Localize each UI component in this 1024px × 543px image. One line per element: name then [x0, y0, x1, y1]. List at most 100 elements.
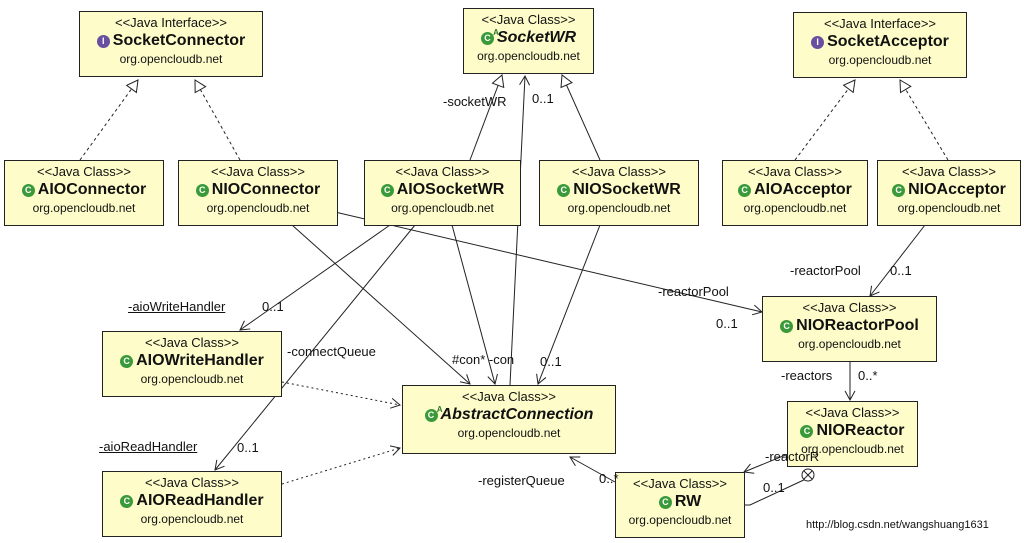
dependency-aioreadhandler-abstractconnection — [281, 445, 401, 485]
mult-reactorpool-connector: 0..1 — [716, 316, 738, 331]
interface-icon: I — [96, 35, 110, 48]
package-label: org.opencloudb.net — [119, 52, 223, 66]
role-aioreadhandler: -aioReadHandler — [99, 439, 198, 454]
stereotype-label: <<Java Class>> — [145, 335, 239, 350]
class-icon: C — [380, 184, 394, 197]
class-name: SocketConnector — [112, 32, 246, 49]
class-icon: C — [120, 355, 134, 368]
realization-aioacceptor-socketacceptor — [794, 79, 856, 161]
dependency-aiowritehandler-abstractconnection — [281, 381, 402, 409]
class-name: NIOAcceptor — [908, 181, 1006, 198]
watermark: http://blog.csdn.net/wangshuang1631 — [806, 519, 989, 531]
class-icon: C — [800, 425, 814, 438]
class-name: AIOAcceptor — [754, 181, 852, 198]
realization-nioconnector-socketconnector — [194, 79, 241, 161]
stereotype-label: <<Java Class>> — [462, 389, 556, 404]
package-label: org.opencloudb.net — [567, 201, 671, 215]
stereotype-label: <<Java Class>> — [748, 164, 842, 179]
class-icon: C — [557, 184, 571, 197]
package-label: org.opencloudb.net — [828, 53, 932, 67]
class-name: NIOReactorPool — [796, 317, 919, 334]
stereotype-label: <<Java Class>> — [802, 300, 897, 315]
assoc-niosocketwr-abstractconnection — [536, 224, 601, 385]
stereotype-label: <<Java Class>> — [572, 164, 666, 179]
assoc-nioconnector-nioreactorpool — [334, 211, 764, 316]
mult-aioreadhandler: 0..1 — [237, 440, 259, 455]
mult-reactorr: 0..1 — [763, 480, 785, 495]
class-icon: C — [658, 496, 672, 509]
package-label: org.opencloudb.net — [743, 201, 847, 215]
class-icon: C — [120, 495, 134, 508]
realization-nioacceptor-socketacceptor — [899, 79, 949, 161]
assoc-nioconnector-abstractconnection — [291, 224, 471, 385]
role-socketwr: -socketWR — [443, 94, 507, 109]
class-name: SocketWR — [496, 29, 577, 46]
role-reactorr: -reactorR — [765, 449, 820, 464]
role-connectqueue: -connectQueue — [287, 344, 376, 359]
package-label: org.opencloudb.net — [140, 512, 244, 526]
class-name: AIOReadHandler — [136, 492, 264, 509]
role-registerqueue: -registerQueue — [478, 473, 565, 488]
class-icon: C — [21, 184, 35, 197]
class-name: AIOConnector — [37, 181, 147, 198]
assoc-abstractconnection-socketwr — [509, 74, 531, 386]
stereotype-label: <<Java Class>> — [37, 164, 131, 179]
stereotype-label: <<Java Class>> — [633, 476, 727, 491]
package-label: org.opencloudb.net — [32, 201, 136, 215]
assoc-nioacceptor-nioreactorpool — [869, 224, 926, 297]
mult-registerqueue: 0..* — [599, 471, 619, 486]
stereotype-label: <<Java Class>> — [211, 164, 305, 179]
package-label: org.opencloudb.net — [477, 49, 580, 63]
stereotype-label: <<Java Class>> — [805, 405, 900, 420]
interface-icon: I — [811, 36, 825, 49]
stereotype-label: <<Java Class>> — [145, 475, 239, 490]
assoc-aiosocketwr-abstractconnection-a — [451, 224, 498, 385]
package-label: org.opencloudb.net — [798, 337, 901, 351]
mult-reactors: 0..* — [858, 368, 878, 383]
class-icon: C — [738, 184, 752, 197]
role-reactors: -reactors — [781, 368, 833, 383]
mult-reactorpool-acceptor: 0..1 — [890, 263, 912, 278]
package-label: org.opencloudb.net — [391, 201, 494, 215]
package-label: org.opencloudb.net — [140, 372, 244, 386]
class-name: NIOConnector — [211, 181, 321, 198]
class-icon: C — [892, 184, 906, 197]
assoc-aiosocketwr-aiowritehandler — [239, 224, 391, 331]
mult-aiowritehandler: 0..1 — [262, 299, 284, 314]
class-name: NIOSocketWR — [573, 181, 681, 198]
assoc-aiosocketwr-aioreadhandler — [214, 224, 416, 471]
class-name: RW — [674, 493, 702, 510]
class-icon: C — [195, 184, 209, 197]
package-label: org.opencloudb.net — [628, 513, 732, 527]
class-icon: C — [780, 320, 794, 333]
assoc-rw-abstractconnection — [569, 456, 616, 483]
class-name: AIOSocketWR — [396, 181, 505, 198]
class-name: AIOWriteHandler — [136, 352, 264, 369]
package-label: org.opencloudb.net — [897, 201, 1001, 215]
role-reactorpool-connector: -reactorPool — [658, 284, 729, 299]
package-label: org.opencloudb.net — [801, 442, 904, 456]
stereotype-label: <<Java Interface>> — [823, 16, 937, 31]
generalization-niosocketwr-socketwr — [560, 74, 601, 161]
realization-aioconnector-socketconnector — [79, 79, 139, 161]
class-name: NIOReactor — [816, 422, 905, 439]
package-label: org.opencloudb.net — [206, 201, 310, 215]
mult-con: 0..1 — [540, 354, 562, 369]
mult-socketwr: 0..1 — [532, 91, 554, 106]
